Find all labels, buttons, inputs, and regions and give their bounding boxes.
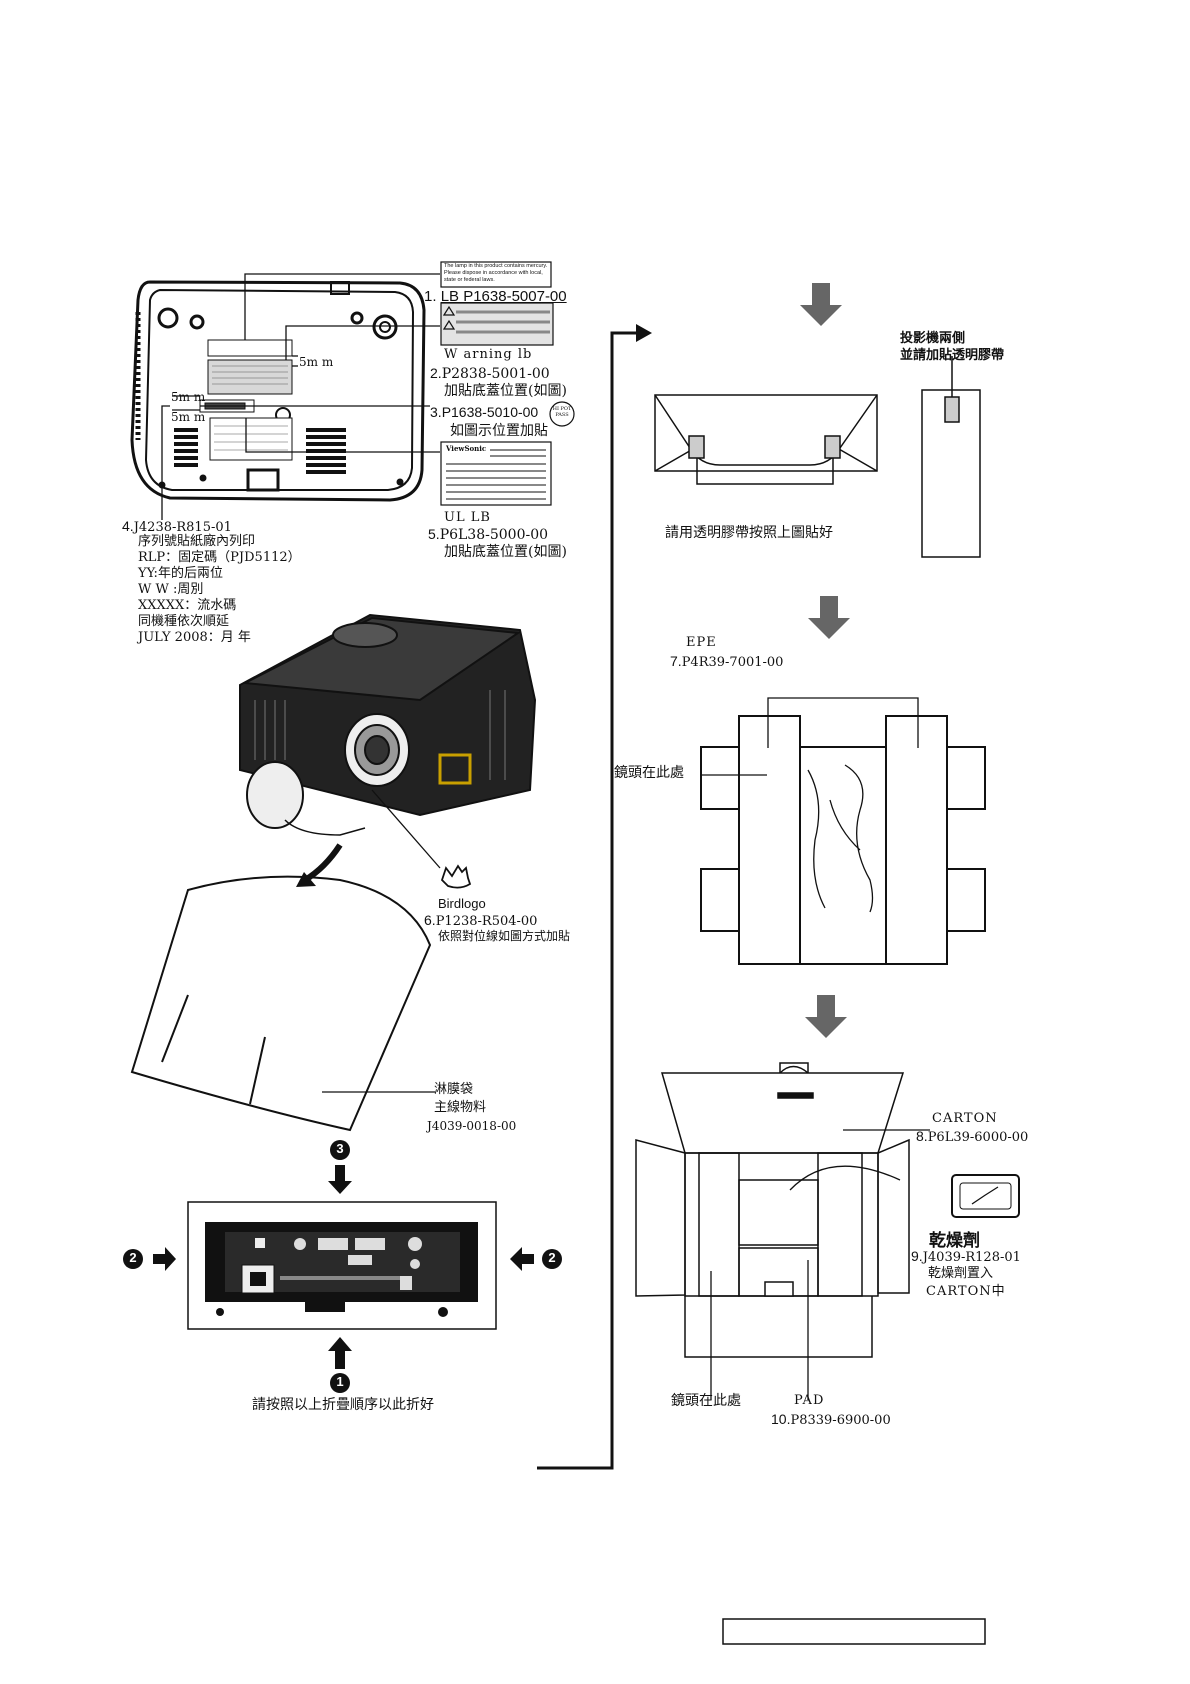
item6-num: 6.: [424, 912, 436, 928]
item4-note-line: W W :周別: [138, 582, 204, 597]
item4-note-line: 同機種依次順延: [138, 614, 230, 629]
item4-code: J4238-R815-01: [133, 520, 232, 535]
desiccant-line1: 乾燥劑置入: [928, 1266, 994, 1281]
item2-label: 2.P2838-5001-00: [430, 365, 550, 383]
item4-note-line: YY:年的后兩位: [138, 566, 223, 581]
item7-num: 7.: [670, 653, 682, 669]
item3-code: P1638-5010-00: [441, 404, 539, 420]
ul-lb-text: UL LB: [444, 510, 491, 525]
folded-bag-rear-view: [187, 1201, 497, 1330]
birdlogo-leader: [371, 789, 441, 869]
item9-num: 9.: [911, 1248, 923, 1264]
tape-side-view: [921, 356, 981, 558]
tape-side-line1: 投影機兩側: [900, 330, 966, 345]
bag-label-line1: 淋膜袋: [434, 1082, 474, 1097]
lamp-warning-line1: The lamp in this product contains mercur…: [444, 263, 548, 269]
item4-notes: 序列號貼紙廠內列印 RLP：固定碼（PJD5112） YY:年的后兩位 W W …: [138, 534, 301, 646]
curved-arrow: [303, 843, 343, 883]
item7-label: 7.P4R39-7001-00: [670, 653, 783, 671]
item1-code: LB P1638-5007-00: [440, 288, 567, 305]
item10-num: 10.: [771, 1411, 791, 1427]
step-number-2-right: 2: [548, 1250, 556, 1265]
item2-num: 2.: [430, 365, 442, 381]
epe-lens-here: 鏡頭在此處: [614, 765, 684, 781]
warning-word: W arning lb: [444, 347, 533, 362]
bag-label-line2: 主線物料: [434, 1100, 487, 1115]
projector-bottom-view: [130, 280, 426, 502]
lamp-warning-text: The lamp in this product contains mercur…: [444, 263, 547, 284]
tape-note: 請用透明膠帶按照上圖貼好: [665, 525, 833, 541]
item5-num: 5.: [428, 526, 440, 542]
hipot-badge-line1: HI POT: [552, 406, 572, 412]
item4-num: 4.: [122, 518, 134, 534]
item9-label: 9.J4039-R128-01: [911, 1248, 1021, 1266]
flow-connector-head: [636, 324, 652, 342]
bag-code: J4039-0018-00: [427, 1119, 517, 1133]
desiccant-pack-icon: [951, 1174, 1020, 1218]
step-number-1: 1: [336, 1374, 344, 1389]
birdlogo-title: Birdlogo: [438, 896, 486, 911]
projector-3d-view: [239, 613, 537, 836]
item4-note-line: RLP：固定碼（PJD5112）: [138, 550, 301, 565]
item8-label: 8.P6L39-6000-00: [916, 1128, 1028, 1146]
dim-5mm-c: 5m m: [171, 410, 206, 424]
tape-side-line2: 並請加貼透明膠帶: [900, 347, 1005, 362]
step-number-3: 3: [336, 1141, 344, 1156]
flow-connector: [537, 331, 640, 1470]
lamp-warning-line2: Please dispose in accordance with local,: [444, 270, 543, 276]
item5-code: P6L38-5000-00: [439, 527, 549, 543]
fold-arrows: [153, 1165, 534, 1369]
item1-label: 1. LB P1638-5007-00: [424, 288, 567, 306]
item4-note-line: JULY 2008：月 年: [138, 630, 251, 645]
viewsonic-brand-text: ViewSonic: [446, 444, 487, 453]
step-circles: [123, 1140, 562, 1393]
dim-5mm-a: 5m m: [299, 355, 334, 369]
item4-label: 4.J4238-R815-01: [122, 518, 232, 536]
item3-num: 3.: [430, 404, 442, 420]
item3-note: 如圖示位置加貼: [450, 423, 548, 439]
dim-5mm-b: 5m m: [171, 390, 206, 404]
warning-label-sticker: [440, 261, 575, 506]
poly-bag: [130, 875, 435, 1132]
hipot-badge-line2: PASS: [555, 412, 569, 418]
bottom-stickers: [199, 339, 293, 461]
curved-arrow-head: [296, 872, 316, 887]
step-number-2-left: 2: [129, 1250, 137, 1265]
page-number-box: [722, 1618, 986, 1645]
epe-title: EPE: [686, 635, 717, 650]
desiccant-line2: CARTON中: [926, 1284, 1006, 1299]
pad-title: PAD: [794, 1393, 825, 1408]
item1-num: 1.: [424, 288, 437, 305]
fold-note: 請按照以上折疊順序以此折好: [252, 1397, 434, 1413]
carton-box: [635, 1062, 930, 1400]
hipot-badge: HI POT PASS: [551, 406, 573, 418]
item2-note: 加貼底蓋位置(如圖): [444, 383, 567, 399]
item10-code: P8339-6900-00: [790, 1413, 891, 1428]
tape-envelope: [654, 394, 878, 485]
item6-note: 依照對位線如圖方式加貼: [438, 929, 571, 943]
item9-code: J4039-R128-01: [922, 1250, 1021, 1265]
item8-code: P6L39-6000-00: [927, 1130, 1029, 1145]
item2-code: P2838-5001-00: [441, 366, 550, 382]
item3-label: 3.P1638-5010-00: [430, 404, 538, 421]
item4-note-line: XXXXX：流水碼: [138, 598, 237, 613]
carton-title: CARTON: [932, 1111, 998, 1126]
item6-code: P1238-R504-00: [435, 914, 538, 929]
carton-lens-here: 鏡頭在此處: [671, 1393, 741, 1409]
step-arrows: [800, 283, 850, 1038]
leader-lines-bottom: [161, 273, 440, 520]
item10-label: 10.P8339-6900-00: [771, 1411, 891, 1429]
item4-note-line: 序列號貼紙廠內列印: [138, 534, 256, 549]
item7-code: P4R39-7001-00: [681, 655, 784, 670]
epe-foam: [700, 697, 986, 965]
item8-num: 8.: [916, 1128, 928, 1144]
item6-label: 6.P1238-R504-00: [424, 912, 537, 930]
birdlogo-icon: [440, 864, 472, 889]
lamp-warning-line3: state or federal laws.: [444, 277, 495, 283]
desiccant-title: 乾燥劑: [929, 1231, 980, 1250]
item5-label: 5.P6L38-5000-00: [428, 526, 548, 544]
item5-note: 加貼底蓋位置(如圖): [444, 544, 567, 560]
